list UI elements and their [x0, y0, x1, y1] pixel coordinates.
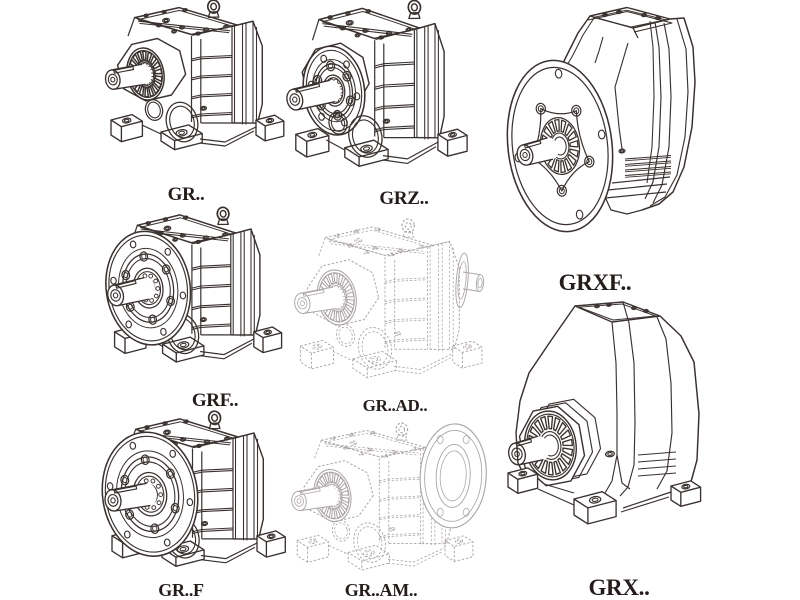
svg-text:GR..F: GR..F: [158, 580, 204, 600]
svg-text:GR..: GR..: [168, 184, 205, 205]
svg-text:GRX..: GRX..: [588, 575, 649, 600]
svg-text:GRXF..: GRXF..: [559, 270, 632, 295]
svg-text:GRZ..: GRZ..: [379, 188, 428, 209]
svg-text:GR..AD..: GR..AD..: [363, 396, 428, 415]
svg-text:GR..AM..: GR..AM..: [345, 580, 418, 600]
svg-text:GRF..: GRF..: [192, 390, 238, 411]
